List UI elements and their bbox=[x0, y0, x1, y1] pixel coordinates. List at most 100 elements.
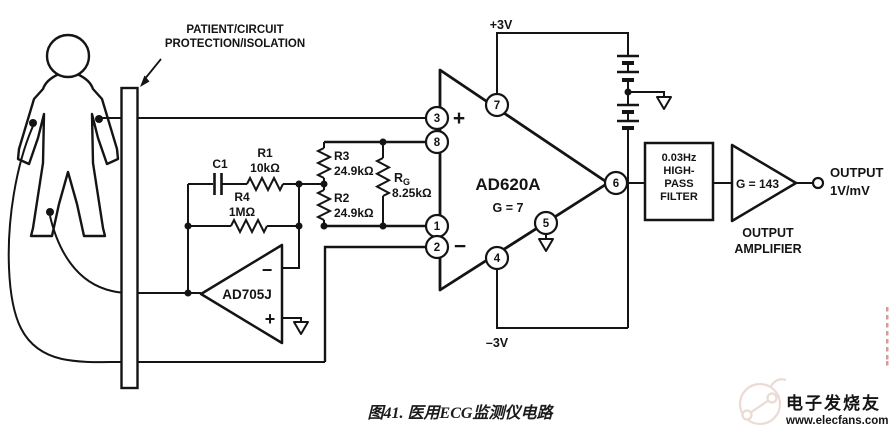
output-terminal bbox=[811, 176, 825, 190]
output-amp-gain: G = 143 bbox=[736, 177, 779, 191]
battery-long-plates bbox=[617, 54, 639, 123]
junction-dots bbox=[29, 88, 632, 297]
isolation-arrowhead bbox=[140, 75, 150, 87]
ad705j-minus-sign: − bbox=[262, 260, 273, 280]
r1-ref: R1 bbox=[257, 146, 273, 160]
pin4-number: 4 bbox=[494, 253, 501, 265]
isolation-arrow bbox=[140, 58, 162, 87]
watermark-url: www.elecfans.com bbox=[785, 415, 888, 427]
output-amp-triangle bbox=[730, 143, 798, 223]
pin1-number: 1 bbox=[434, 221, 441, 233]
isolation-barrier bbox=[120, 86, 139, 390]
wires bbox=[7, 32, 813, 364]
wire-to-buffer-inverting-input bbox=[282, 184, 300, 269]
pin3-circle bbox=[424, 105, 450, 131]
watermark-brand: 电子发烧友 bbox=[786, 393, 881, 413]
wire-pin2-drop bbox=[323, 245, 426, 362]
pin4-circle bbox=[484, 245, 510, 271]
ad620a-gain: G = 7 bbox=[493, 201, 524, 215]
pin6-number: 6 bbox=[613, 178, 619, 190]
resistor-rg-symbol bbox=[374, 157, 392, 197]
logo-node-1 bbox=[741, 409, 753, 421]
patient-body-outline bbox=[16, 70, 120, 238]
ground-icon-battery-tap bbox=[656, 96, 672, 110]
electrode-dot-left-arm bbox=[29, 119, 37, 127]
rg-ref-sub: G bbox=[403, 177, 410, 187]
junction-r3r2-mid bbox=[320, 180, 328, 188]
wire-negative-rail bbox=[496, 269, 628, 329]
rg-ref: RG bbox=[394, 171, 410, 187]
junction-feedback-top bbox=[295, 180, 303, 188]
hpf-line4: FILTER bbox=[660, 191, 698, 203]
hpf-line1: 0.03Hz bbox=[662, 152, 697, 164]
resistor-r1-symbol bbox=[246, 175, 284, 193]
pin2-number: 2 bbox=[434, 242, 440, 254]
supply-negative-label: –3V bbox=[486, 336, 509, 350]
junction-rg-bottom bbox=[379, 222, 387, 230]
capacitor-c1-plates bbox=[213, 173, 223, 195]
patient-head bbox=[45, 33, 91, 79]
ad620a-triangle bbox=[438, 68, 610, 292]
output-label-line1: OUTPUT bbox=[830, 165, 884, 180]
hpf-box bbox=[643, 141, 715, 222]
junction-buffer-output bbox=[184, 289, 192, 297]
hpf-line3: PASS bbox=[664, 178, 693, 190]
rg-value: 8.25kΩ bbox=[392, 186, 432, 200]
resistor-r4-symbol bbox=[230, 217, 268, 235]
patient-figure bbox=[16, 33, 120, 238]
ad620a-minus-sign: − bbox=[454, 235, 466, 258]
c1-ref: C1 bbox=[212, 157, 228, 171]
pin5-circle bbox=[533, 210, 559, 236]
passive-components bbox=[213, 147, 392, 235]
ground-icon-pin5 bbox=[538, 238, 554, 252]
output-label-line2: 1V/mV bbox=[830, 183, 870, 198]
figure-caption: 图41. 医用ECG监测仪电路 bbox=[368, 404, 555, 422]
logo-node-2 bbox=[766, 392, 778, 404]
ad620a-plus-sign: + bbox=[453, 107, 465, 130]
rg-ref-main: R bbox=[394, 171, 403, 185]
elecfans-logo-icon bbox=[738, 378, 787, 426]
ad705j-plus-sign: + bbox=[265, 309, 276, 329]
r2-ref: R2 bbox=[334, 191, 350, 205]
pin8-number: 8 bbox=[434, 137, 441, 149]
isolation-arrow-line bbox=[143, 58, 162, 81]
junction-r2-bottom bbox=[320, 222, 328, 230]
battery-stack bbox=[617, 54, 639, 130]
logo-tail bbox=[770, 378, 787, 387]
pin6-circle bbox=[603, 170, 629, 196]
wire-left-arm-loop-to-pin2 bbox=[7, 125, 325, 364]
wire-buffer-noninverting-ground bbox=[282, 317, 302, 322]
battery-short-plates bbox=[622, 61, 634, 130]
junction-battery-tap bbox=[624, 88, 632, 96]
pin7-number: 7 bbox=[494, 100, 500, 112]
pin5-number: 5 bbox=[543, 218, 550, 230]
isolation-label-line2: PROTECTION/ISOLATION bbox=[165, 38, 305, 50]
electrode-dot-leg bbox=[46, 208, 54, 216]
supply-positive-label: +3V bbox=[490, 18, 513, 32]
pin7-circle bbox=[484, 92, 510, 118]
junction-rg-top bbox=[379, 138, 387, 146]
ground-icon-buffer-input bbox=[293, 321, 309, 335]
r1-value: 10kΩ bbox=[250, 161, 280, 175]
r4-ref: R4 bbox=[234, 190, 250, 204]
hpf-line2: HIGH- bbox=[663, 165, 695, 177]
r3-ref: R3 bbox=[334, 149, 350, 163]
isolation-label-line1: PATIENT/CIRCUIT bbox=[186, 24, 283, 36]
junction-r4-right bbox=[295, 222, 303, 230]
r4-value: 1MΩ bbox=[229, 205, 256, 219]
wire-positive-rail bbox=[496, 32, 629, 94]
r2-value: 24.9kΩ bbox=[334, 206, 374, 220]
ad705j-triangle bbox=[199, 243, 284, 345]
edge-watermark-marks bbox=[886, 307, 889, 366]
electrode-dot-right-arm bbox=[95, 115, 103, 123]
pin2-circle bbox=[424, 234, 450, 260]
junction-r4-left bbox=[184, 222, 192, 230]
watermark: 电子发烧友 www.elecfans.com bbox=[738, 307, 889, 427]
pin8-circle bbox=[424, 129, 450, 155]
wire-battery-tap-ground bbox=[628, 91, 665, 97]
ground-symbols bbox=[293, 96, 672, 335]
resistor-r3-symbol bbox=[315, 147, 333, 179]
r3-value: 24.9kΩ bbox=[334, 164, 374, 178]
